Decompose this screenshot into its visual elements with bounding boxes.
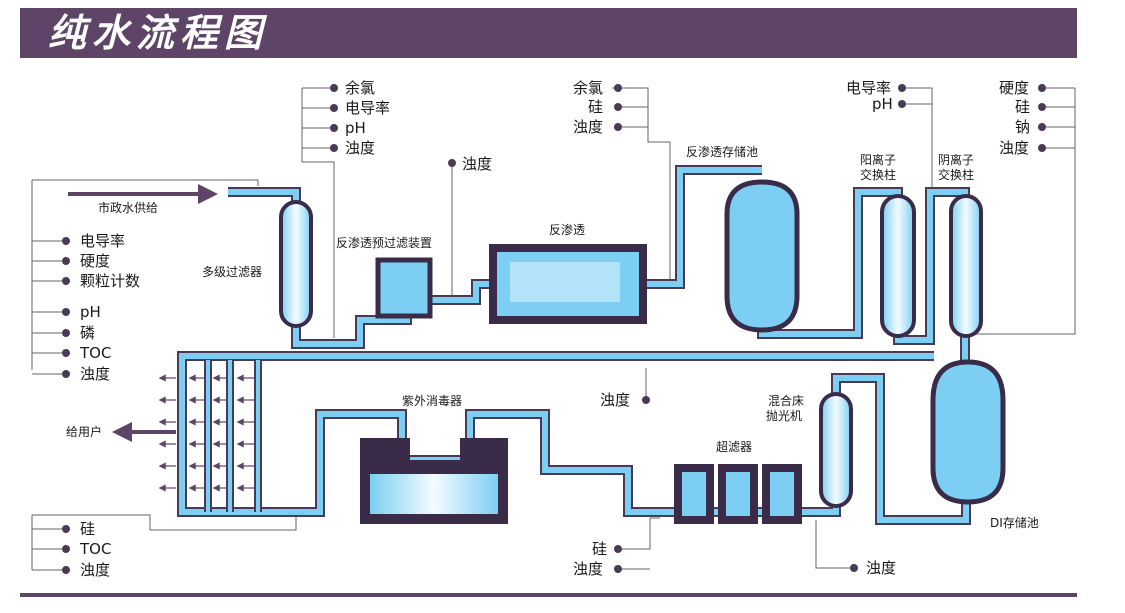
param-feed: pH: [80, 303, 101, 321]
ro-prefilter-vessel: [375, 257, 433, 319]
param-after-filter: 余氯: [345, 79, 375, 97]
param-uv-out: 浊度: [573, 560, 603, 578]
footer-divider: [20, 593, 1077, 597]
ro-storage-tank: [724, 179, 800, 333]
param-after-anion: 硅: [1015, 98, 1030, 116]
diagram-title: 纯水流程图: [48, 11, 269, 55]
param-after-filter: 浊度: [345, 139, 375, 157]
param-feed: 磷: [80, 324, 95, 342]
uv-sterilizer: [360, 438, 508, 524]
label-anion-2: 交换柱: [938, 167, 974, 182]
param-return: 硅: [80, 520, 95, 538]
mixed-bed-column: [819, 392, 853, 508]
label-city-water: 市政水供给: [98, 200, 158, 215]
param-after-anion: 浊度: [999, 139, 1029, 157]
param-feed: 浊度: [80, 365, 110, 383]
label-mixed-bed-1: 混合床: [768, 393, 804, 408]
sensor-connectors: [31, 87, 1076, 570]
param-return: TOC: [79, 540, 111, 558]
label-ultrafilter: 超滤器: [716, 439, 752, 454]
param-feed: 电导率: [80, 232, 125, 250]
param-after-ro: 硅: [588, 98, 603, 116]
param-after-ro: 浊度: [573, 118, 603, 136]
sensor-dots: [62, 84, 1046, 574]
param-after-ro: 余氯: [573, 79, 603, 97]
label-cation-2: 交换柱: [860, 167, 896, 182]
ro-vessel: [489, 244, 647, 324]
label-mixed-bed-2: 抛光机: [766, 408, 802, 423]
param-mixed-out: 浊度: [866, 559, 896, 577]
param-feed: 颗粒计数: [80, 272, 140, 290]
param-after-filter: pH: [345, 119, 366, 137]
param-after-anion: 钠: [1015, 118, 1030, 136]
param-feed: TOC: [79, 344, 111, 362]
param-after-filter: 电导率: [345, 99, 390, 117]
param-after-cation: 电导率: [846, 79, 891, 97]
label-ro-storage: 反渗透存储池: [686, 144, 758, 159]
outlet-arrows: [158, 374, 254, 492]
label-di-storage: DI存储池: [990, 515, 1039, 530]
header-banner: 纯水流程图: [20, 8, 1077, 58]
di-storage-tank: [930, 359, 1006, 505]
label-uv: 紫外消毒器: [402, 394, 462, 408]
param-after-cation: pH: [872, 95, 893, 113]
cation-column: [880, 194, 916, 338]
label-anion-1: 阴离子: [938, 152, 974, 167]
param-loop: 浊度: [600, 391, 630, 409]
param-after-anion: 硬度: [999, 79, 1029, 97]
label-multi-filter: 多级过滤器: [202, 265, 262, 279]
param-prefilter: 浊度: [462, 155, 492, 173]
parameter-labels: 余氯 电导率 pH 浊度 浊度 余氯 硅 浊度 电导率 pH 硬度 硅 钠 浊度…: [79, 79, 1030, 579]
anion-column: [949, 194, 983, 338]
label-ro-prefilter: 反渗透预过滤装置: [336, 235, 432, 250]
label-to-users: 给用户: [66, 424, 102, 439]
param-uv-out: 硅: [592, 540, 607, 558]
label-cation-1: 阳离子: [860, 152, 896, 167]
node-labels: 市政水供给 多级过滤器 反渗透预过滤装置 反渗透 反渗透存储池 阳离子 交换柱 …: [66, 144, 1039, 530]
ultrafilter-units: [674, 464, 802, 524]
param-return: 浊度: [80, 561, 110, 579]
param-feed: 硬度: [80, 252, 110, 270]
label-ro: 反渗透: [549, 222, 585, 237]
multi-filter-vessel: [279, 200, 313, 328]
sensor-ticks: [32, 87, 1075, 571]
